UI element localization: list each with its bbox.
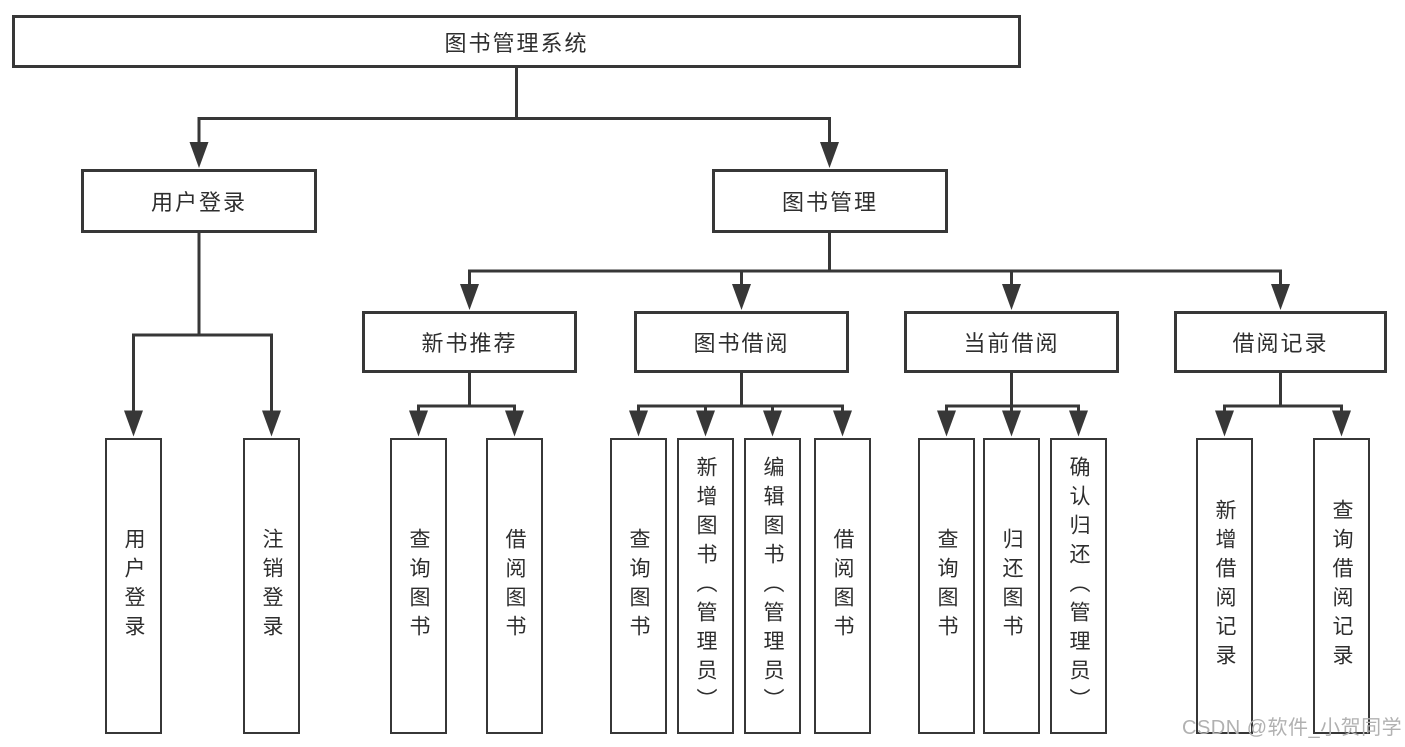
leaf-user-login: 用户登录	[105, 438, 162, 734]
leaf-add-book-admin-label: 新增图书（管理员）	[694, 455, 717, 717]
leaf-borrow-books-recommend: 借阅图书	[486, 438, 543, 734]
leaf-borrow-books-borrowing-label: 借阅图书	[831, 528, 854, 644]
node-book-management: 图书管理	[712, 169, 948, 233]
leaf-query-books-recommend-label: 查询图书	[407, 528, 430, 644]
leaf-query-books-recommend: 查询图书	[390, 438, 447, 734]
leaf-logout: 注销登录	[243, 438, 300, 734]
leaf-borrow-books-recommend-label: 借阅图书	[503, 528, 526, 644]
leaf-query-borrow-record: 查询借阅记录	[1313, 438, 1370, 734]
leaf-add-borrow-record-label: 新增借阅记录	[1213, 499, 1236, 673]
leaf-return-books: 归还图书	[983, 438, 1040, 734]
csdn-watermark: CSDN @软件_小贺同学	[1182, 717, 1403, 739]
node-borrowing-records: 借阅记录	[1174, 311, 1387, 373]
leaf-borrow-books-borrowing: 借阅图书	[814, 438, 871, 734]
leaf-return-books-label: 归还图书	[1000, 528, 1023, 644]
leaf-add-borrow-record: 新增借阅记录	[1196, 438, 1253, 734]
leaf-query-books-borrowing-label: 查询图书	[627, 528, 650, 644]
node-book-borrowing: 图书借阅	[634, 311, 849, 373]
node-new-book-recommendation: 新书推荐	[362, 311, 577, 373]
node-user-login: 用户登录	[81, 169, 317, 233]
leaf-add-book-admin: 新增图书（管理员）	[677, 438, 734, 734]
node-library-management-system: 图书管理系统	[12, 15, 1021, 68]
leaf-query-books-borrowing: 查询图书	[610, 438, 667, 734]
leaf-user-login-label: 用户登录	[122, 528, 145, 644]
leaf-confirm-return-admin-label: 确认归还（管理员）	[1067, 455, 1090, 717]
node-current-borrowing: 当前借阅	[904, 311, 1119, 373]
leaf-query-borrow-record-label: 查询借阅记录	[1330, 499, 1353, 673]
leaf-edit-book-admin: 编辑图书（管理员）	[744, 438, 801, 734]
leaf-confirm-return-admin: 确认归还（管理员）	[1050, 438, 1107, 734]
leaf-logout-label: 注销登录	[260, 528, 283, 644]
leaf-query-books-current: 查询图书	[918, 438, 975, 734]
leaf-query-books-current-label: 查询图书	[935, 528, 958, 644]
leaf-edit-book-admin-label: 编辑图书（管理员）	[761, 455, 784, 717]
